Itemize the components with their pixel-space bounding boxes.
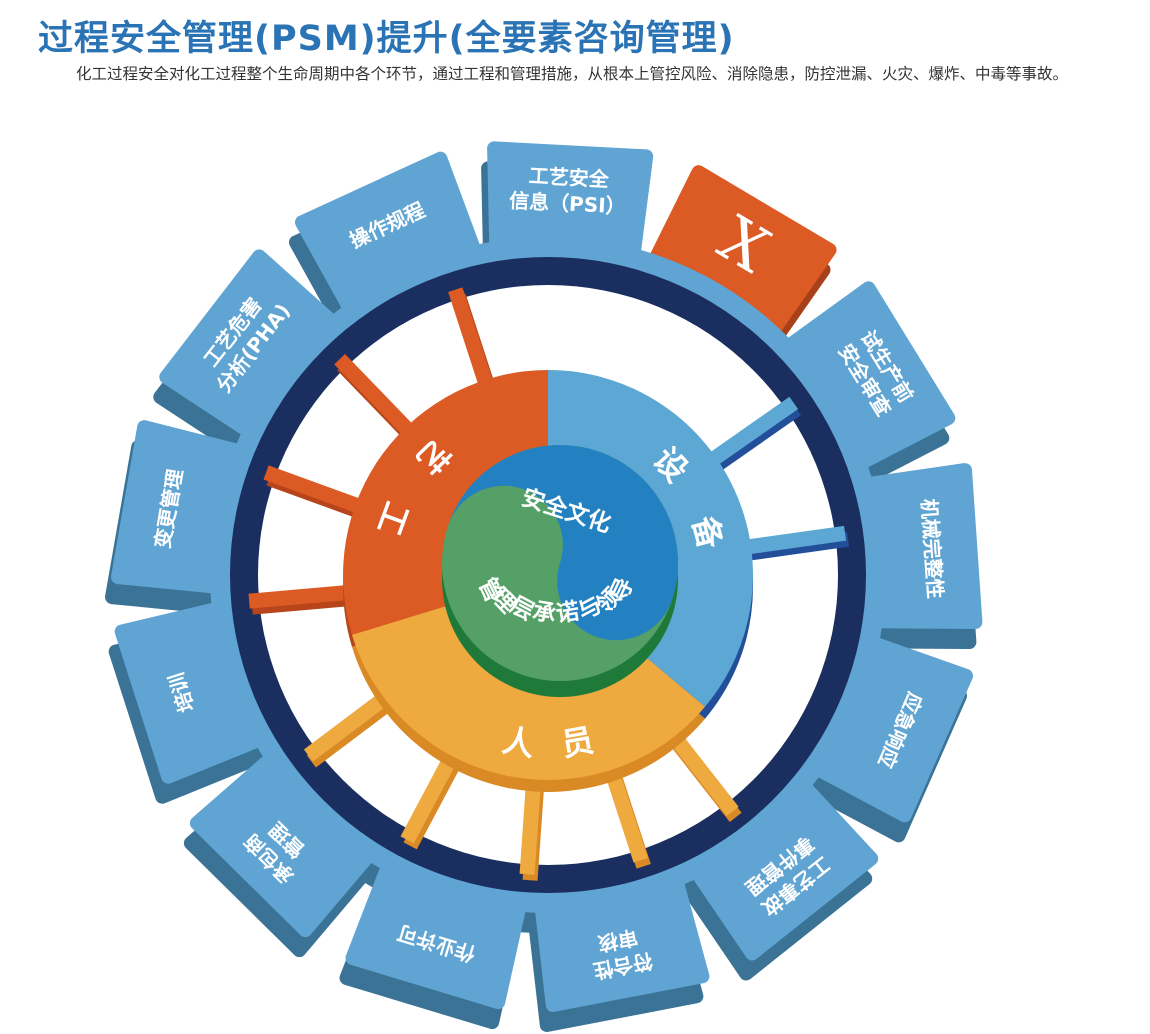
spoke [334, 353, 418, 440]
core-label-leadership-char: 诺 [554, 598, 581, 627]
spoke [263, 465, 368, 516]
spoke [703, 396, 799, 470]
spoke [303, 686, 397, 762]
tooth-label: 工艺安全 [528, 163, 610, 191]
spoke [248, 584, 355, 609]
sector-label-char: 员 [558, 721, 596, 764]
core-circle [442, 445, 678, 697]
page-description: 化工过程安全对化工过程整个生命周期中各个环节，通过工程和管理措施，从根本上管控风… [76, 65, 1069, 83]
page-title: 过程安全管理(PSM)提升(全要素咨询管理) [38, 19, 735, 59]
sector-label-char: 人 [499, 721, 537, 764]
spoke [448, 287, 495, 392]
core-label-leadership-char: 承 [531, 598, 558, 627]
spoke [740, 525, 847, 556]
core-top-half [447, 445, 678, 641]
